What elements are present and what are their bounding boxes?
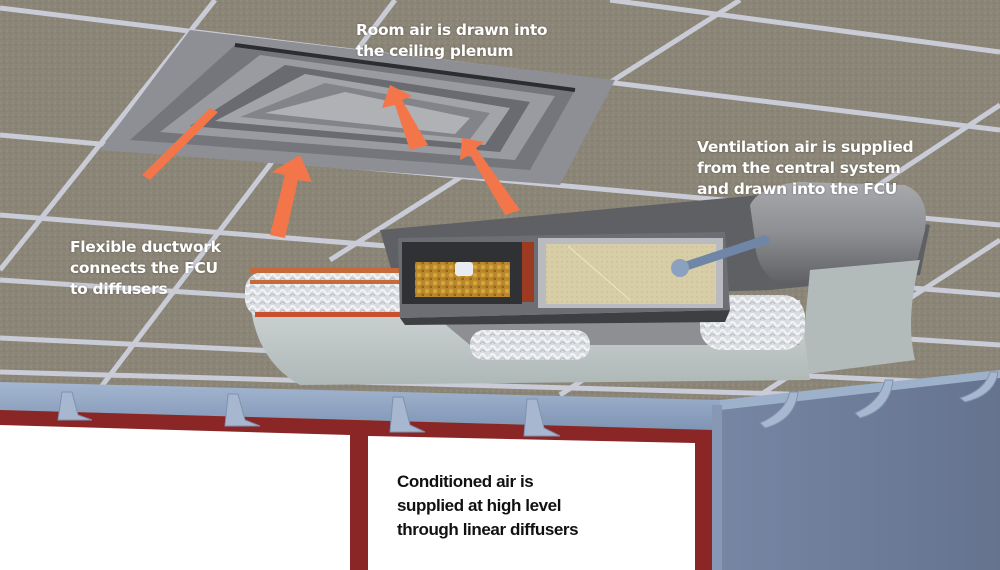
annotation-line: Ventilation air is supplied [697, 138, 914, 156]
ventilation-spigot [675, 235, 770, 273]
window-pane-left [0, 425, 350, 570]
linear-diffusers [57, 371, 999, 437]
annotation-line: from the central system [697, 159, 901, 177]
window-frame [0, 410, 712, 570]
window-pane-right [368, 436, 695, 570]
wall [720, 378, 1000, 570]
annotation-line: Flexible ductwork [70, 238, 221, 256]
room-air-arrows [142, 85, 520, 238]
fcu-filter [546, 244, 716, 304]
arrow-icon [382, 85, 428, 150]
fcu-fan-motor [455, 262, 473, 276]
annotation-flexible-ductwork: Flexible ductwork connects the FCU to di… [70, 237, 221, 300]
annotation-ventilation-air: Ventilation air is supplied from the cen… [697, 137, 914, 200]
arrow-icon [270, 155, 312, 238]
annotation-line: Conditioned air is [397, 472, 534, 491]
arrow-icon [460, 138, 520, 215]
annotation-line: through linear diffusers [397, 520, 579, 539]
annotation-conditioned-air: Conditioned air is supplied at high leve… [397, 470, 579, 542]
annotation-line: the ceiling plenum [356, 42, 514, 60]
annotation-room-air: Room air is drawn into the ceiling plenu… [356, 20, 548, 62]
annotation-line: supplied at high level [397, 496, 562, 515]
annotation-line: to diffusers [70, 280, 168, 298]
flexible-ductwork [245, 268, 805, 360]
annotation-line: connects the FCU [70, 259, 218, 277]
fan-coil-unit [398, 232, 770, 325]
annotation-line: and drawn into the FCU [697, 180, 898, 198]
arrow-icon [142, 108, 218, 180]
annotation-line: Room air is drawn into [356, 21, 548, 39]
